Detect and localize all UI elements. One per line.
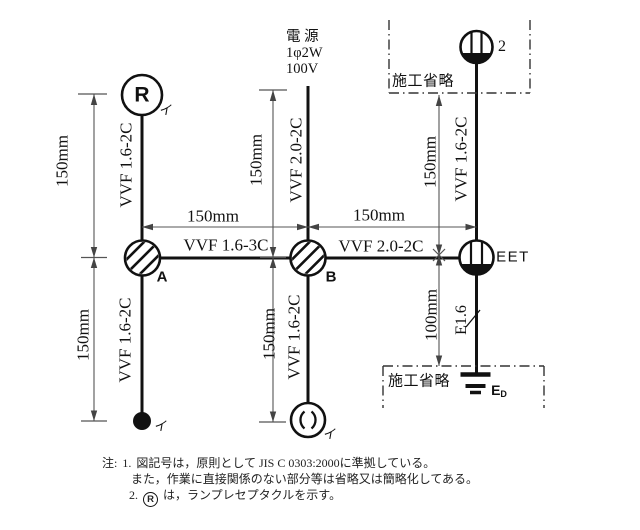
rosette-circle <box>289 401 327 439</box>
hatch-line <box>292 242 323 272</box>
joint-box-b-label: B <box>325 268 337 286</box>
circuit-mark-switch: イ <box>153 418 169 434</box>
dim-label-left-lower: 150mm <box>73 309 93 361</box>
earth-label-subscript: D <box>500 389 507 399</box>
outlet-double-symbol <box>459 29 494 65</box>
dim-arrow-up <box>269 257 277 268</box>
earth-label: ED <box>491 381 507 399</box>
dim-arrow-down <box>90 247 98 258</box>
conductor-tick <box>465 309 481 328</box>
dim-arrow-down <box>435 355 443 366</box>
dim-arrow-up <box>435 95 443 106</box>
cable-label-earth-wire: E1.6 <box>453 305 470 335</box>
dim-arrow-left <box>308 223 319 231</box>
dim-arrow-down <box>269 411 277 422</box>
circuit-mark-rosette: イ <box>322 426 338 442</box>
note-item1-number: 1. <box>122 456 132 470</box>
dimension-arrows <box>90 90 477 422</box>
outlet-wall-segment <box>462 54 491 63</box>
circuit-mark-receptacle: イ <box>158 102 174 118</box>
note-line-1: 注: 1. 図記号は，原則として JIS C 0303:2000に準拠している。 <box>102 457 435 469</box>
power-source-label: 電 源 1φ2W 100V <box>286 29 323 77</box>
dim-label-right-upper: 150mm <box>420 136 440 188</box>
outlet-eet-label: EET <box>496 248 530 266</box>
hatch-line <box>293 243 324 274</box>
power-title: 電 源 <box>286 29 319 45</box>
note-line-2: また，作業に直接関係のない部分等は省略又は簡略化してある。 <box>131 473 478 485</box>
dim-label-center-lower: 150mm <box>259 308 279 360</box>
dim-arrow-down <box>90 410 98 421</box>
hatch-line <box>126 242 157 272</box>
note-line-3: 2. R は，ランプレセプタクルを示す。 <box>129 488 342 508</box>
dim-arrow-up <box>90 94 98 105</box>
outlet-wall-segment <box>461 265 492 275</box>
cable-label-outlet-to-eet: VVF 1.6-2C <box>451 116 471 202</box>
note-prefix: 注: <box>102 456 118 470</box>
dim-arrow-down <box>435 244 443 255</box>
cable-label-r-to-a: VVF 1.6-2C <box>116 122 136 208</box>
dim-label-right-lower: 100mm <box>421 289 441 341</box>
dim-arrow-up <box>90 257 98 268</box>
note-item1-text-cont: また，作業に直接関係のない部分等は省略又は簡略化してある。 <box>131 472 479 486</box>
cable-label-b-to-rosette: VVF 1.6-2C <box>284 294 304 380</box>
outlet-count-label: 2 <box>498 38 506 55</box>
joint-box-a-label: A <box>156 268 168 286</box>
ceiling-rosette-symbol <box>289 401 327 439</box>
switch-symbol <box>133 412 151 430</box>
wires <box>140 62 478 414</box>
hatch-line <box>128 243 159 274</box>
power-spec: 1φ2W <box>286 45 323 61</box>
cable-label-b-to-eet: VVF 2.0-2C <box>338 236 424 256</box>
dim-arrow-down <box>269 247 277 258</box>
omission-box-bottom <box>382 365 545 408</box>
omission-label-bottom: 施工省略 <box>387 373 451 390</box>
cable-label-source-to-b: VVF 2.0-2C <box>286 117 306 203</box>
dim-arrow-up <box>269 90 277 101</box>
circled-r-icon: R <box>143 492 158 508</box>
device-symbols <box>120 29 495 439</box>
outlet-eet-symbol <box>458 239 495 276</box>
lamp-receptacle-symbol <box>120 73 164 117</box>
rosette-arc-left <box>299 410 306 430</box>
dim-arrow-left <box>142 223 153 231</box>
omission-label-top: 施工省略 <box>391 73 455 90</box>
rosette-arc-right <box>310 410 317 430</box>
lamp-receptacle-letter: R <box>134 83 150 107</box>
omission-box-top <box>388 20 531 94</box>
dim-arrow-right <box>465 223 477 231</box>
note-item2-number: 2. <box>129 488 138 502</box>
earth-label-main: E <box>491 382 501 398</box>
note-item1-text: 図記号は，原則として JIS C 0303:2000に準拠している。 <box>136 456 436 470</box>
power-voltage: 100V <box>286 61 319 77</box>
cable-label-a-to-switch: VVF 1.6-2C <box>115 297 135 383</box>
cable-label-a-to-b: VVF 1.6-3C <box>183 235 269 255</box>
dim-label-center-upper: 150mm <box>246 134 266 186</box>
dim-label-horizontal-left: 150mm <box>187 206 239 226</box>
dim-label-horizontal-right: 150mm <box>353 205 405 225</box>
dim-arrow-up <box>435 255 443 266</box>
earth-symbol <box>460 309 491 395</box>
dim-label-left-upper: 150mm <box>52 135 72 187</box>
note-item2-text: は，ランプレセプタクルを示す。 <box>163 488 342 502</box>
dim-arrow-right <box>297 223 308 231</box>
